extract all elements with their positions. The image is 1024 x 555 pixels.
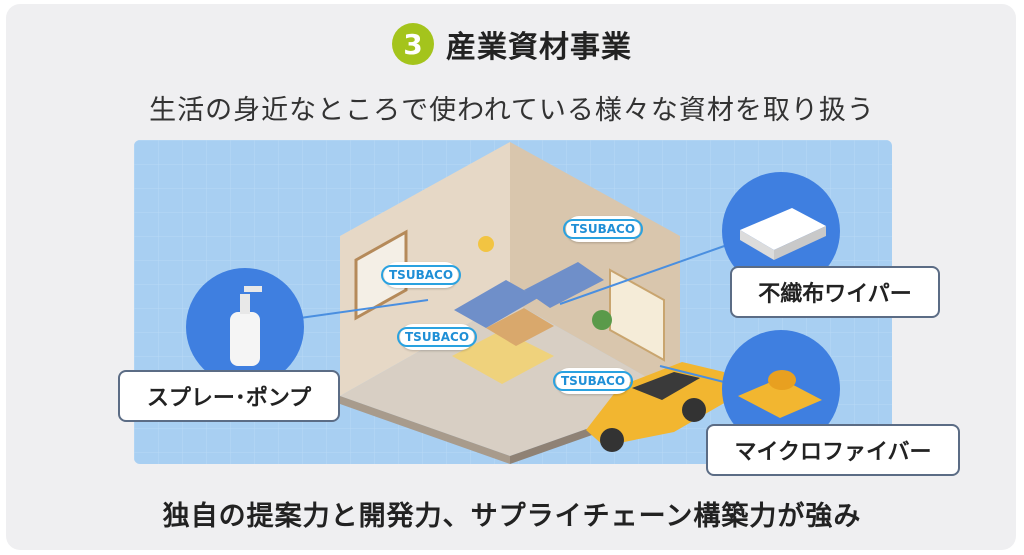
sofa [454, 280, 538, 328]
microfiber-label: マイクロファイバー [706, 424, 960, 476]
lamp [478, 236, 494, 252]
spray-pump-circle [186, 268, 304, 386]
brand-tag: TSUBACO [563, 216, 644, 242]
plant [592, 310, 612, 330]
car-illustration [586, 362, 726, 452]
wipe-pack-icon [740, 208, 826, 260]
section-header: 3 産業資材事業 [0, 22, 1024, 66]
room-illustration [340, 142, 726, 464]
strength-statement: 独自の提案力と開発力、サプライチェーン構築力が強み [162, 501, 862, 532]
brand-tag: TSUBACO [381, 262, 462, 288]
section-title: 産業資材事業 [446, 30, 632, 65]
bookshelf [609, 268, 665, 362]
microfiber-cloth-icon [738, 370, 822, 418]
nonwoven-wiper-label: 不織布ワイパー [730, 266, 940, 318]
section-number-badge: 3 [392, 23, 434, 65]
section-subtitle: 生活の身近なところで使われている様々な資材を取り扱う [149, 95, 875, 126]
spray-bottle-icon [230, 286, 262, 366]
coffee-table [486, 308, 554, 346]
rug [452, 330, 554, 384]
spray-pump-label: スプレー･ポンプ [118, 370, 340, 422]
brand-tag: TSUBACO [553, 368, 634, 394]
brand-tag: TSUBACO [397, 324, 478, 350]
